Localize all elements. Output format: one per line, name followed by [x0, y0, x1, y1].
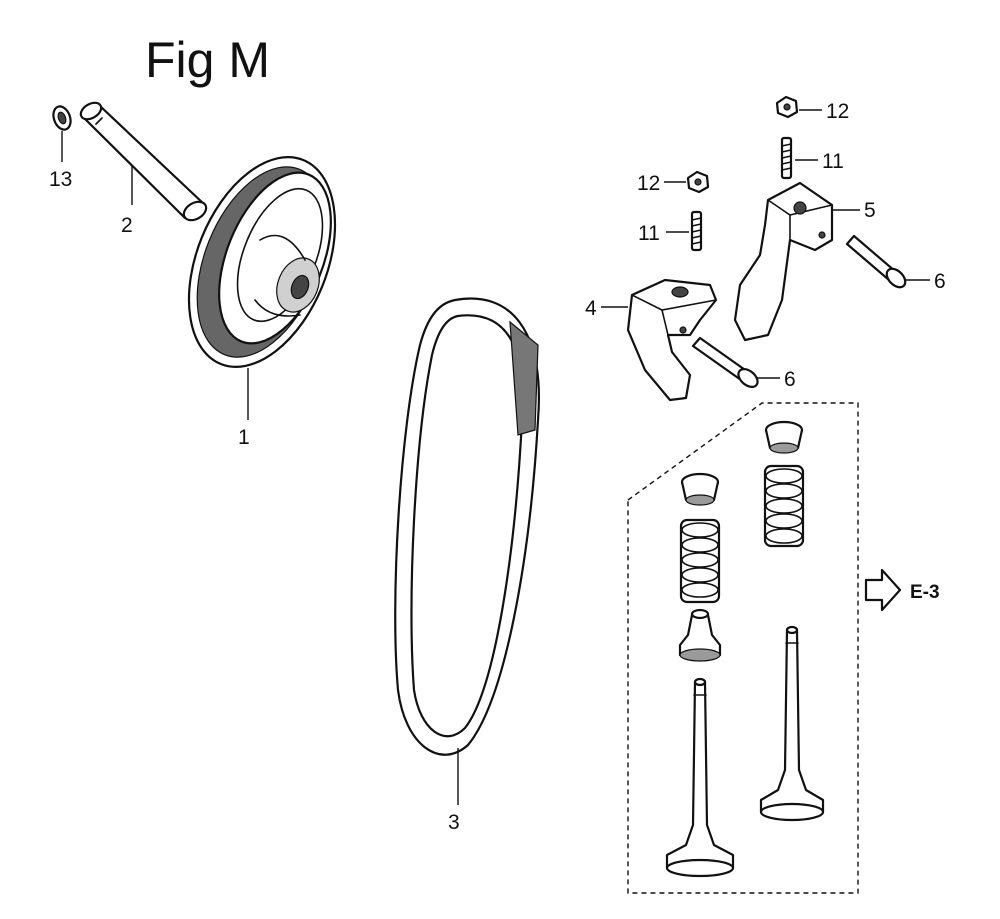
washer-part-13	[52, 105, 72, 131]
callout-2: 2	[121, 214, 133, 237]
reference-arrow-icon	[864, 568, 902, 612]
spring-retainer-right	[764, 420, 804, 454]
callout-11-upper: 11	[822, 150, 844, 173]
spring-retainer-left	[680, 472, 720, 506]
rocker-arm-part-5	[733, 181, 834, 342]
valve-left	[665, 677, 735, 878]
rocker-arm-part-4	[626, 278, 718, 402]
valve-assembly-frame	[627, 402, 859, 894]
callout-3: 3	[448, 811, 460, 834]
stud-part-11-lower	[690, 210, 703, 252]
callout-1: 1	[238, 426, 250, 449]
timing-belt-part-3	[394, 297, 540, 756]
reference-label[interactable]: E-3	[910, 582, 940, 603]
shaft-part-2	[79, 101, 208, 222]
callout-6-upper: 6	[934, 270, 946, 293]
callout-12-lower: 12	[637, 172, 660, 195]
nut-part-12-lower	[686, 170, 710, 194]
callout-6-lower: 6	[784, 368, 796, 391]
stud-part-11-upper	[780, 136, 793, 180]
callout-4: 4	[585, 297, 597, 320]
stem-seal-left	[678, 608, 722, 662]
callout-11-lower: 11	[638, 222, 660, 245]
pin-part-6-upper	[845, 234, 907, 289]
cam-gear-part-1	[187, 156, 337, 368]
callout-12-upper: 12	[826, 100, 849, 123]
valve-right	[759, 625, 825, 822]
callout-5: 5	[864, 199, 876, 222]
valve-spring-left	[679, 518, 721, 604]
callout-13: 13	[49, 168, 72, 191]
pin-part-6-lower	[691, 336, 759, 388]
valve-spring-right	[763, 464, 805, 548]
figure-title: Fig M	[145, 32, 270, 88]
nut-part-12-upper	[775, 95, 799, 119]
